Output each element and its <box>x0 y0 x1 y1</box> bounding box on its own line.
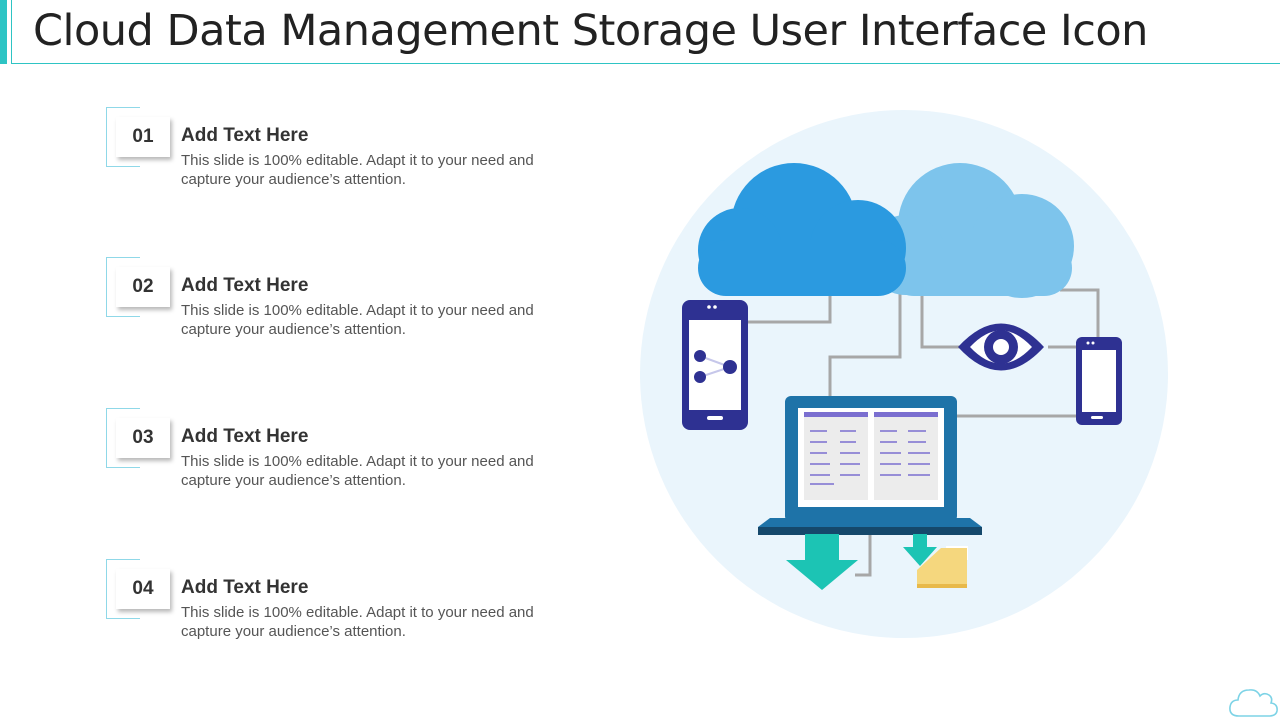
item-number: 04 <box>116 569 170 609</box>
list-item: 01 Add Text Here This slide is 100% edit… <box>106 107 546 188</box>
title-bar: Cloud Data Management Storage User Inter… <box>0 0 1280 64</box>
item-number: 02 <box>116 267 170 307</box>
item-number: 03 <box>116 418 170 458</box>
title-accent-bar <box>0 0 7 64</box>
phone-icon <box>682 300 748 430</box>
item-description[interactable]: This slide is 100% editable. Adapt it to… <box>181 604 534 640</box>
item-heading[interactable]: Add Text Here <box>181 577 309 598</box>
number-box-outline <box>106 408 140 468</box>
download-arrow-icon <box>786 534 858 590</box>
phone-icon <box>1076 337 1122 425</box>
folder-icon <box>917 546 968 588</box>
title-frame <box>11 0 1280 64</box>
slide-title: Cloud Data Management Storage User Inter… <box>33 6 1148 56</box>
cloud-icon <box>698 163 906 296</box>
item-description[interactable]: This slide is 100% editable. Adapt it to… <box>181 152 534 188</box>
list-item: 04 Add Text Here This slide is 100% edit… <box>106 559 546 640</box>
number-box-outline <box>106 559 140 619</box>
cloud-icon <box>1229 689 1278 717</box>
item-number: 01 <box>116 117 170 157</box>
eye-icon <box>958 323 1044 371</box>
cloud-icon <box>866 163 1074 298</box>
item-heading[interactable]: Add Text Here <box>181 426 309 447</box>
share-icon <box>694 350 737 383</box>
number-box-outline <box>106 107 140 167</box>
item-description[interactable]: This slide is 100% editable. Adapt it to… <box>181 453 534 489</box>
download-arrow-icon <box>903 534 937 566</box>
item-heading[interactable]: Add Text Here <box>181 275 309 296</box>
cloud-storage-illustration <box>640 110 1168 638</box>
laptop-icon <box>758 396 982 535</box>
item-description[interactable]: This slide is 100% editable. Adapt it to… <box>181 302 534 338</box>
number-box-outline <box>106 257 140 317</box>
item-heading[interactable]: Add Text Here <box>181 125 309 146</box>
list-item: 02 Add Text Here This slide is 100% edit… <box>106 257 546 338</box>
list-item: 03 Add Text Here This slide is 100% edit… <box>106 408 546 489</box>
